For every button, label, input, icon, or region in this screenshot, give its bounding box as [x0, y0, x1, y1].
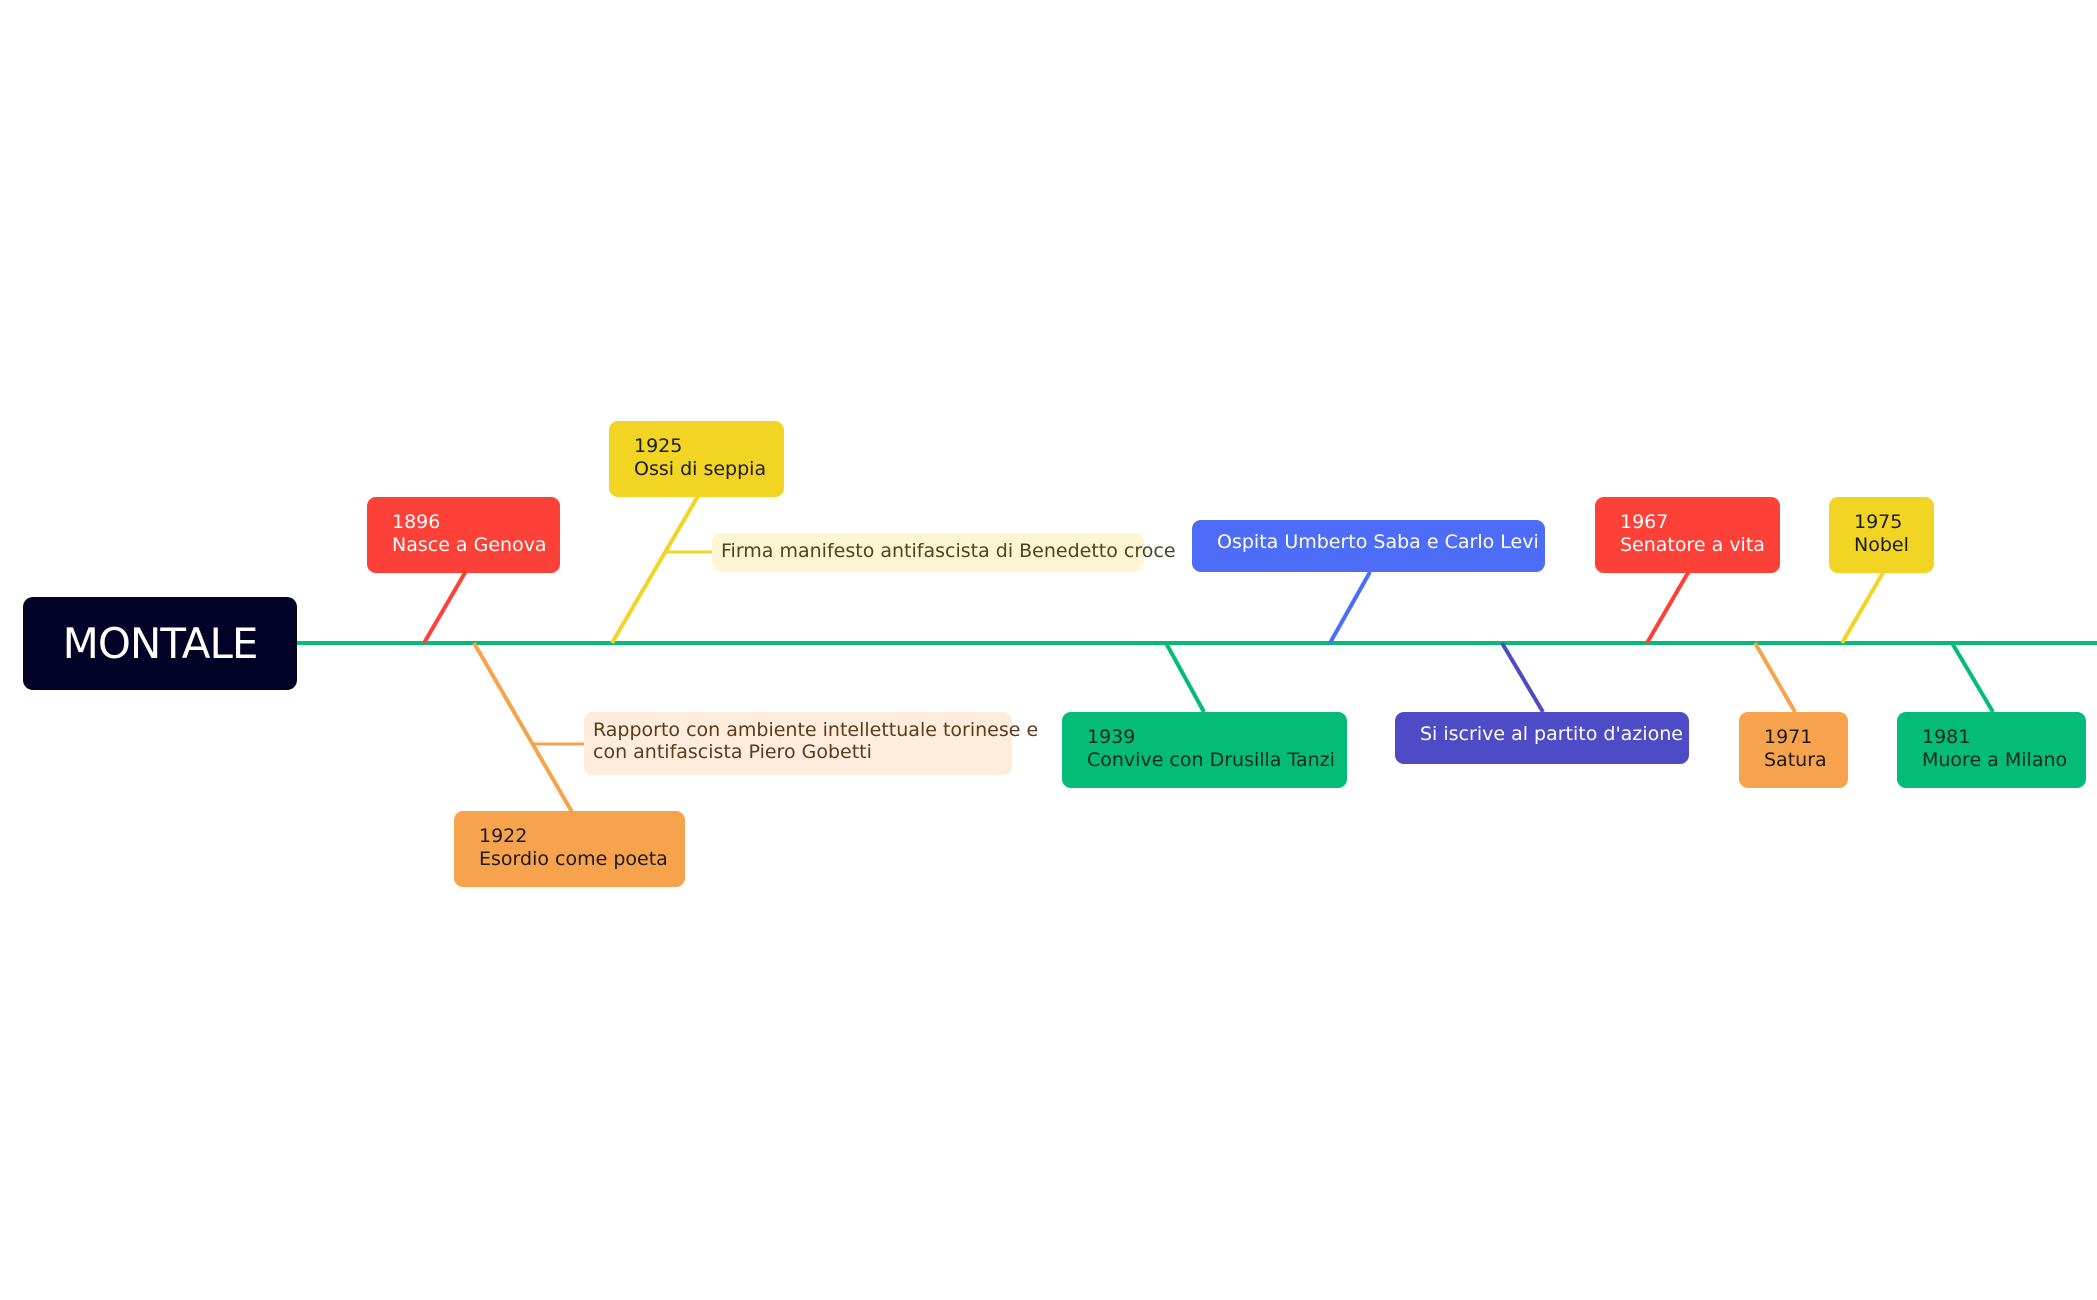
link-1925 [610, 494, 700, 645]
event-label: Si iscrive al partito d'azione [1420, 723, 1683, 745]
event-label: Convive con Drusilla Tanzi [1087, 749, 1335, 771]
link-1939 [1164, 642, 1206, 713]
event-1896[interactable]: 1896 Nasce a Genova [367, 497, 560, 573]
event-label: Nasce a Genova [392, 534, 547, 556]
event-label: Ossi di seppia [634, 458, 767, 480]
event-1922[interactable]: 1922 Esordio come poeta [454, 811, 685, 887]
event-year: 1971 [1764, 726, 1813, 748]
note-text-line1: Rapporto con ambiente intellettuale tori… [593, 719, 1039, 741]
event-1975[interactable]: 1975 Nobel [1829, 497, 1934, 573]
note-torino[interactable]: Rapporto con ambiente intellettuale tori… [584, 712, 1039, 775]
root-node-montale[interactable]: MONTALE [23, 597, 297, 690]
link-1922 [472, 641, 574, 814]
event-label: Nobel [1854, 534, 1909, 556]
event-label: Ospita Umberto Saba e Carlo Levi [1217, 531, 1539, 553]
event-partito-azione[interactable]: Si iscrive al partito d'azione [1395, 712, 1689, 764]
event-1925[interactable]: 1925 Ossi di seppia [609, 421, 784, 497]
event-label: Muore a Milano [1922, 749, 2068, 771]
event-year: 1922 [479, 825, 528, 847]
event-label: Esordio come poeta [479, 848, 668, 870]
link-saba [1328, 571, 1372, 644]
event-year: 1939 [1087, 726, 1136, 748]
note-text: Firma manifesto antifascista di Benedett… [721, 540, 1176, 562]
root-label: MONTALE [62, 619, 259, 668]
link-azione [1500, 641, 1545, 714]
event-year: 1967 [1620, 511, 1669, 533]
link-1975 [1840, 569, 1886, 645]
event-year: 1925 [634, 435, 683, 457]
note-text-line2: con antifascista Piero Gobetti [593, 741, 872, 763]
link-1896 [422, 569, 468, 645]
event-label: Satura [1764, 749, 1827, 771]
event-ospita-saba-levi[interactable]: Ospita Umberto Saba e Carlo Levi [1192, 520, 1545, 572]
event-year: 1975 [1854, 511, 1903, 533]
event-year: 1981 [1922, 726, 1971, 748]
link-1967 [1645, 569, 1691, 645]
event-1981[interactable]: 1981 Muore a Milano [1897, 712, 2086, 788]
event-1939[interactable]: 1939 Convive con Drusilla Tanzi [1062, 712, 1347, 788]
link-1981 [1950, 641, 1995, 714]
event-label: Senatore a vita [1620, 534, 1765, 556]
event-1971[interactable]: 1971 Satura [1739, 712, 1848, 788]
event-1967[interactable]: 1967 Senatore a vita [1595, 497, 1780, 573]
link-1971 [1753, 641, 1797, 714]
event-year: 1896 [392, 511, 441, 533]
note-manifesto[interactable]: Firma manifesto antifascista di Benedett… [712, 533, 1176, 572]
